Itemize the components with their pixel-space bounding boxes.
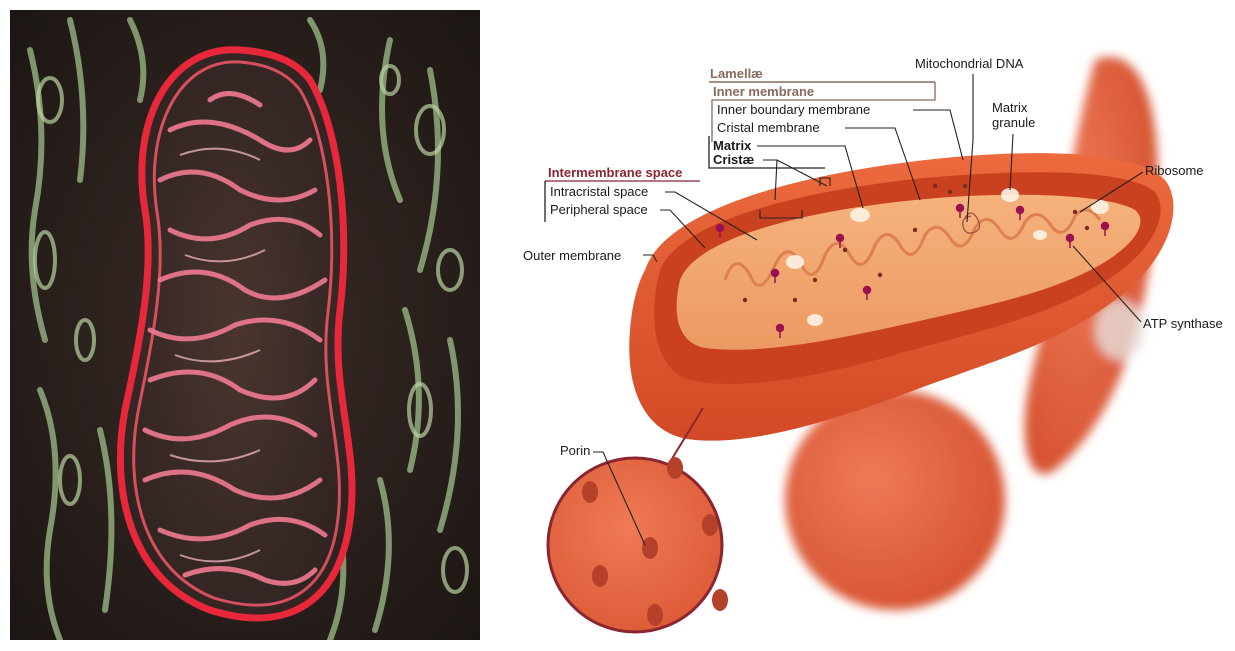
label-inner-boundary-membrane: Inner boundary membrane bbox=[717, 102, 870, 117]
micrograph-panel bbox=[10, 10, 480, 640]
label-intracristal-space: Intracristal space bbox=[550, 184, 648, 199]
label-inner-membrane: Inner membrane bbox=[713, 84, 814, 99]
label-outer-membrane: Outer membrane bbox=[523, 248, 621, 263]
label-matrix: Matrix bbox=[713, 138, 752, 153]
mitochondrion-micrograph bbox=[10, 10, 480, 640]
diagram-canvas: Lamellæ Inner membrane Inner boundary me… bbox=[495, 0, 1235, 646]
label-cristal-membrane: Cristal membrane bbox=[717, 120, 820, 135]
label-mitochondrial-dna: Mitochondrial DNA bbox=[915, 56, 1024, 71]
label-matrix-granule-line1: Matrix bbox=[992, 100, 1028, 115]
porin-zoom-circle bbox=[548, 458, 722, 632]
mitochondrion-diagram: Lamellæ Inner membrane Inner boundary me… bbox=[495, 0, 1235, 646]
label-matrix-granule-line2: granule bbox=[992, 115, 1035, 130]
leader-inner-boundary bbox=[913, 110, 963, 160]
label-porin: Porin bbox=[560, 443, 590, 458]
label-cristae: Cristæ bbox=[713, 152, 755, 167]
label-atp-synthase: ATP synthase bbox=[1143, 316, 1223, 331]
label-intermembrane-space: Intermembrane space bbox=[548, 165, 682, 180]
label-lamellae: Lamellæ bbox=[710, 66, 763, 81]
label-peripheral-space: Peripheral space bbox=[550, 202, 648, 217]
label-ribosome: Ribosome bbox=[1145, 163, 1204, 178]
